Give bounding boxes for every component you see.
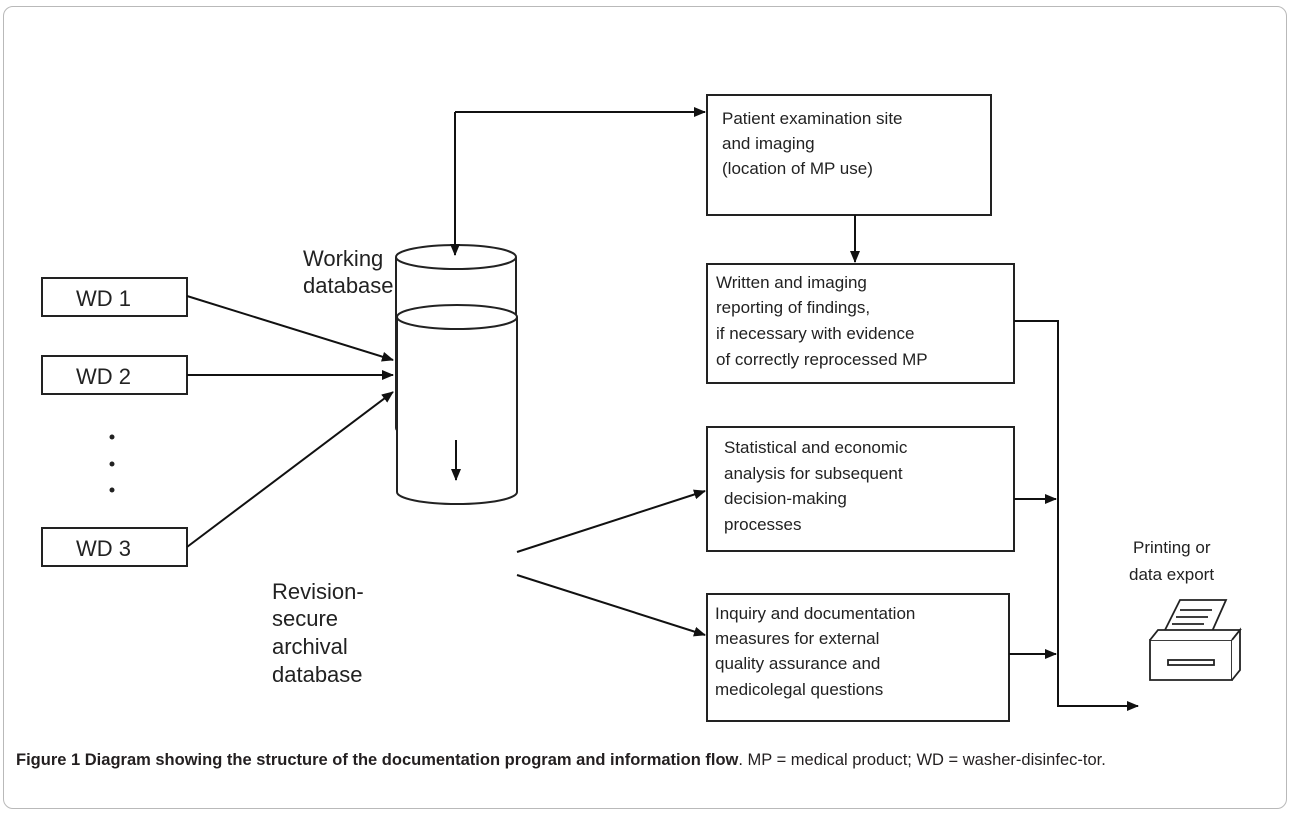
report-line-4: of correctly reprocessed MP [716, 350, 928, 369]
inquiry-line-4: medicolegal questions [715, 680, 883, 699]
wd2-label: WD 2 [76, 364, 131, 389]
stats-box [706, 426, 1015, 552]
report-line-1: Written and imaging [716, 273, 867, 292]
stats-line-1: Statistical and economic [724, 438, 908, 457]
exam-line-2: and imaging [722, 134, 815, 153]
exam-line-1: Patient examination site [722, 109, 903, 128]
printer-icon [1149, 599, 1242, 681]
inquiry-line-2: measures for external [715, 629, 879, 648]
archival-label-1: Revision- [272, 579, 364, 604]
flow-diagram: WD 1 WD 2 WD 3 Working database Revision… [41, 94, 1242, 722]
wd3-label: WD 3 [76, 536, 131, 561]
stats-line-2: analysis for subsequent [724, 464, 903, 483]
archival-label-4: database [272, 662, 363, 687]
archival-db-cylinder [396, 304, 518, 505]
connectors [186, 107, 1139, 711]
figure-caption: Figure 1 Diagram showing the structure o… [16, 748, 1278, 772]
working-db-label-1: Working [303, 246, 383, 271]
archival-label-3: archival [272, 634, 348, 659]
stats-line-3: decision-making [724, 489, 847, 508]
report-box [706, 263, 1015, 384]
inquiry-line-3: quality assurance and [715, 654, 880, 673]
printing-label-1: Printing or [1133, 538, 1211, 557]
caption-text: . MP = medical product; WD = washer-disi… [738, 751, 1106, 769]
archival-label-2: secure [272, 606, 338, 631]
stats-line-4: processes [724, 515, 801, 534]
wd2-box [41, 355, 188, 395]
ellipsis-dots [109, 434, 115, 493]
printing-label-2: data export [1129, 565, 1214, 584]
report-line-2: reporting of findings, [716, 298, 870, 317]
working-db-label-2: database [303, 273, 394, 298]
inquiry-line-1: Inquiry and documentation [715, 604, 915, 623]
caption-label: Figure 1 Diagram showing the structure o… [16, 751, 739, 769]
wd1-label: WD 1 [76, 286, 131, 311]
exam-line-3: (location of MP use) [722, 159, 873, 178]
inquiry-box [706, 593, 1010, 722]
report-line-3: if necessary with evidence [716, 324, 914, 343]
exam-box [706, 94, 992, 216]
wd1-box [41, 277, 188, 317]
figure-frame [3, 6, 1287, 809]
